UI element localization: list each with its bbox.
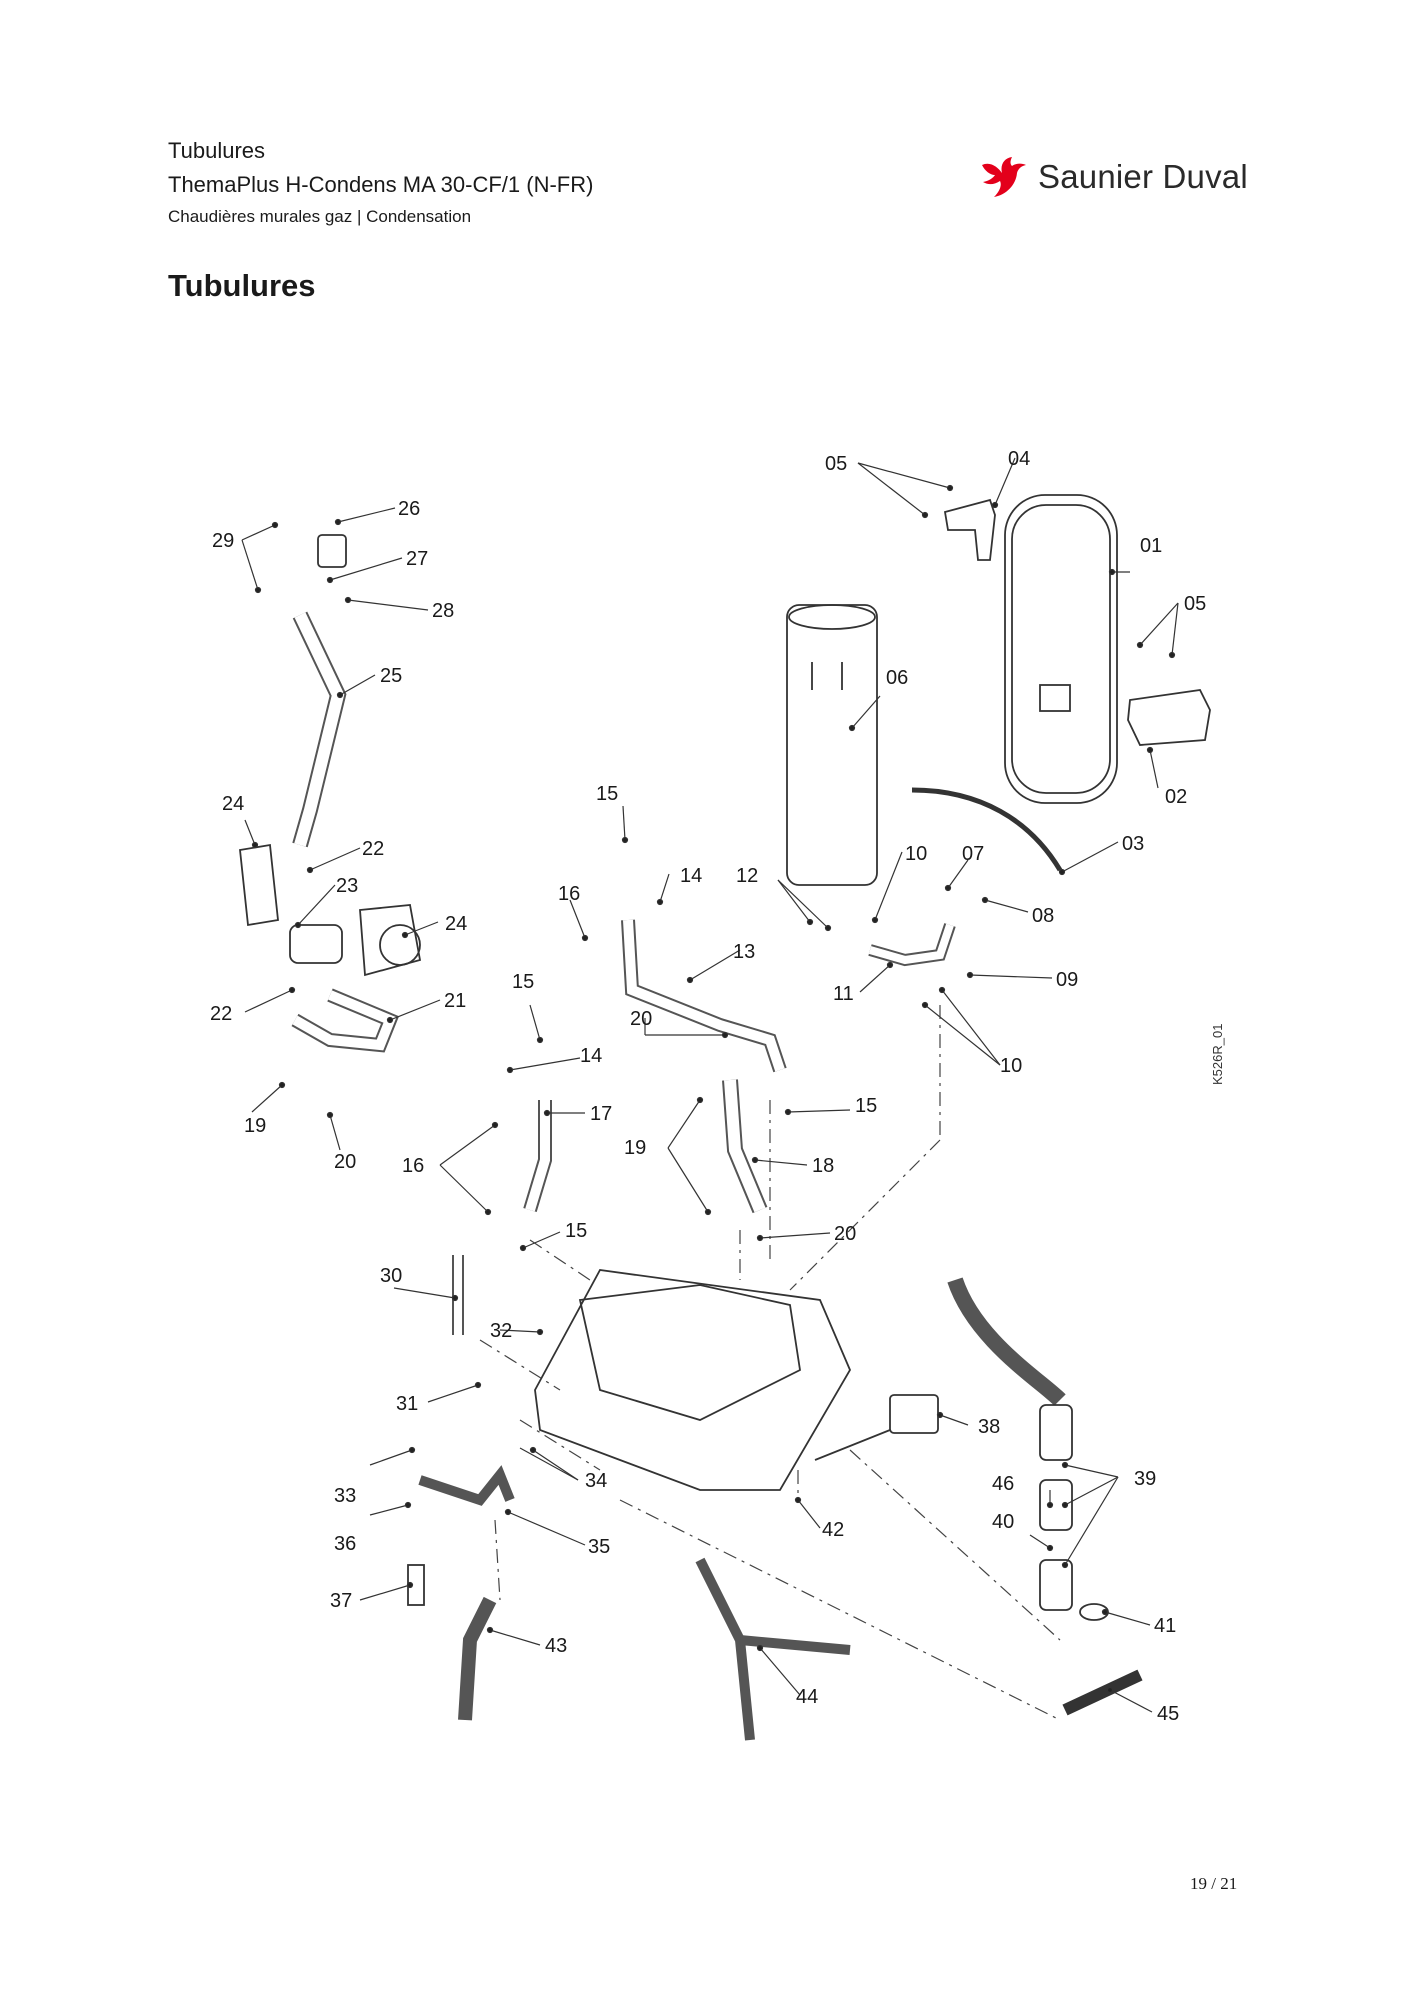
label-37: 37 bbox=[330, 1590, 352, 1612]
chassis-base bbox=[534, 1269, 852, 1491]
label-11: 11 bbox=[833, 983, 854, 1005]
label-42: 42 bbox=[822, 1519, 844, 1541]
label-32: 32 bbox=[490, 1320, 512, 1342]
label-17: 17 bbox=[590, 1103, 612, 1125]
label-14a: 14 bbox=[680, 865, 702, 887]
header-category: Tubulures bbox=[168, 138, 266, 163]
label-14b: 14 bbox=[580, 1045, 602, 1067]
label-22b: 22 bbox=[210, 1003, 232, 1025]
label-10a: 10 bbox=[905, 843, 927, 865]
label-20c: 20 bbox=[834, 1223, 856, 1245]
label-20a: 20 bbox=[630, 1008, 652, 1030]
part-45-hose bbox=[1062, 1669, 1143, 1716]
label-31: 31 bbox=[396, 1393, 418, 1415]
label-34: 34 bbox=[585, 1470, 607, 1492]
label-39: 39 bbox=[1134, 1468, 1156, 1490]
label-44: 44 bbox=[796, 1686, 818, 1708]
page-number: 19 / 21 bbox=[1190, 1874, 1238, 1893]
callout-labels: 01 02 03 04 05 05 06 07 08 09 10 10 11 1… bbox=[210, 448, 1206, 1725]
bird-logo-icon bbox=[982, 157, 1026, 197]
label-10b: 10 bbox=[1000, 1055, 1022, 1077]
label-29: 29 bbox=[212, 530, 234, 552]
part-24-bracket bbox=[239, 843, 279, 927]
label-41: 41 bbox=[1154, 1615, 1176, 1637]
part-38-sensor bbox=[889, 1394, 939, 1434]
label-25: 25 bbox=[380, 665, 402, 687]
label-15d: 15 bbox=[565, 1220, 587, 1242]
label-22a: 22 bbox=[362, 838, 384, 860]
label-33: 33 bbox=[334, 1485, 356, 1507]
label-24b: 24 bbox=[445, 913, 467, 935]
label-20b: 20 bbox=[334, 1151, 356, 1173]
part-26-fitting bbox=[317, 534, 347, 568]
label-15a: 15 bbox=[596, 783, 618, 805]
assembly-lines bbox=[479, 1005, 1061, 1721]
label-43: 43 bbox=[545, 1635, 567, 1657]
label-19b: 19 bbox=[244, 1115, 266, 1137]
part-02-bracket bbox=[1127, 689, 1211, 746]
label-19a: 19 bbox=[624, 1137, 646, 1159]
label-13: 13 bbox=[733, 941, 755, 963]
label-15b: 15 bbox=[512, 971, 534, 993]
label-21: 21 bbox=[444, 990, 466, 1012]
label-23: 23 bbox=[336, 875, 358, 897]
label-24a: 24 bbox=[222, 793, 244, 815]
brand-name: Saunier Duval bbox=[1038, 158, 1248, 195]
part-35-valve bbox=[418, 1465, 515, 1506]
part-06-cylinder bbox=[786, 604, 878, 886]
document-header: Tubulures ThemaPlus H-Condens MA 30-CF/1… bbox=[168, 134, 593, 232]
part-04-bracket bbox=[943, 498, 996, 561]
label-38: 38 bbox=[978, 1416, 1000, 1438]
label-01: 01 bbox=[1140, 535, 1162, 557]
label-45: 45 bbox=[1157, 1703, 1179, 1725]
label-15c: 15 bbox=[855, 1095, 877, 1117]
diagram-reference: K526R_01 bbox=[1210, 1023, 1225, 1085]
header-model: ThemaPlus H-Condens MA 30-CF/1 (N-FR) bbox=[168, 172, 594, 197]
label-05b: 05 bbox=[1184, 593, 1206, 615]
page-title: Tubulures bbox=[168, 268, 316, 303]
label-16a: 16 bbox=[558, 883, 580, 905]
label-04: 04 bbox=[1008, 448, 1030, 470]
label-09: 09 bbox=[1056, 969, 1078, 991]
part-03-hose bbox=[911, 787, 1063, 872]
brand-logo: Saunier Duval bbox=[980, 155, 1248, 199]
label-05a: 05 bbox=[825, 453, 847, 475]
part-43-hose bbox=[458, 1596, 497, 1721]
label-27: 27 bbox=[406, 548, 428, 570]
label-26: 26 bbox=[398, 498, 420, 520]
label-30: 30 bbox=[380, 1265, 402, 1287]
part-23-pump bbox=[289, 924, 343, 964]
label-46: 46 bbox=[992, 1473, 1014, 1495]
label-16b: 16 bbox=[402, 1155, 424, 1177]
label-12: 12 bbox=[736, 865, 758, 887]
label-06: 06 bbox=[886, 667, 908, 689]
part-44-hose bbox=[695, 1557, 755, 1741]
label-02: 02 bbox=[1165, 786, 1187, 808]
part-39-siphon-hose bbox=[947, 1277, 1066, 1406]
label-07: 07 bbox=[962, 843, 984, 865]
label-18: 18 bbox=[812, 1155, 834, 1177]
label-28: 28 bbox=[432, 600, 454, 622]
label-03: 03 bbox=[1122, 833, 1144, 855]
label-08: 08 bbox=[1032, 905, 1054, 927]
part-01-expansion-vessel bbox=[1004, 494, 1118, 804]
leader-lines bbox=[241, 457, 1179, 1713]
label-35: 35 bbox=[588, 1536, 610, 1558]
label-36: 36 bbox=[334, 1533, 356, 1555]
parts-drawing bbox=[239, 494, 1211, 1741]
header-subtitle: Chaudières murales gaz | Condensation bbox=[168, 207, 472, 226]
part-24-pump-head bbox=[359, 904, 422, 977]
label-40: 40 bbox=[992, 1511, 1014, 1533]
